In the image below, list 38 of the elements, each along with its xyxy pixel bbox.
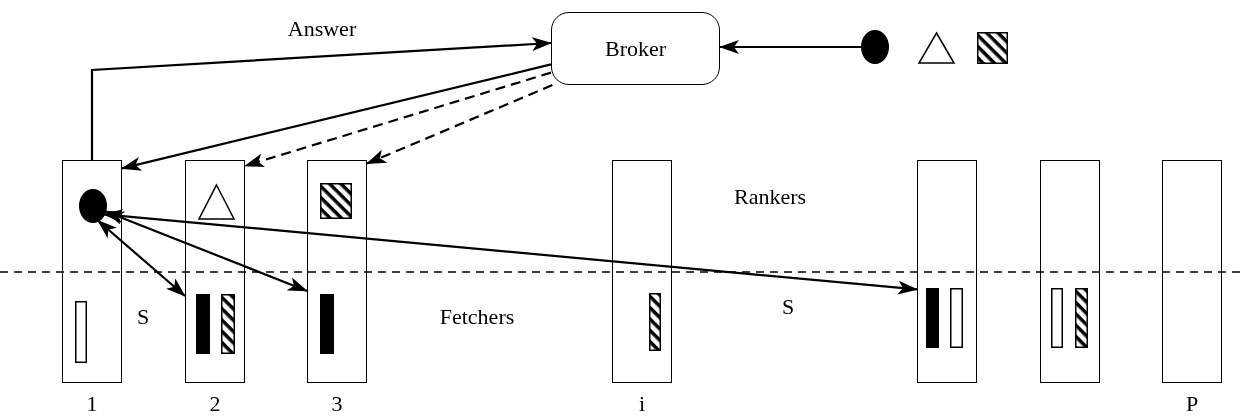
column-number: 2: [209, 393, 221, 415]
arrow: [244, 71, 552, 168]
processor-column: [917, 160, 977, 383]
hatched-square: [977, 32, 1008, 64]
solid-bar: [926, 288, 939, 348]
processor-column: [1040, 160, 1100, 383]
arrow: [90, 37, 552, 160]
hatched-bar: [649, 293, 661, 351]
processor-column: [185, 160, 245, 383]
processor-column: [1162, 160, 1222, 383]
arrow: [719, 40, 861, 54]
arrow: [102, 209, 918, 295]
column-number: P: [1185, 393, 1199, 415]
column-number: 1: [86, 393, 98, 415]
hollow-bar: [1051, 288, 1063, 348]
circle-shape: [861, 30, 889, 64]
solid-bar: [320, 294, 334, 354]
triangle-shape: [918, 32, 955, 64]
hatched-bar: [1075, 288, 1088, 348]
triangle-shape: [198, 184, 235, 220]
circle-shape: [79, 189, 107, 223]
column-number: i: [638, 393, 646, 415]
processor-column: [307, 160, 367, 383]
hatched-square: [320, 183, 352, 219]
hatched-bar: [221, 294, 235, 354]
arrow: [366, 84, 553, 165]
broker-box: Broker: [551, 12, 720, 85]
section-label: Fetchers: [439, 306, 515, 328]
solid-bar: [196, 294, 210, 354]
column-number: 3: [331, 393, 343, 415]
hollow-bar: [75, 301, 87, 363]
hollow-bar: [950, 288, 963, 348]
processor-column: [612, 160, 672, 383]
processor-column: [62, 160, 122, 383]
arrow: [121, 63, 552, 171]
section-label: Rankers: [733, 186, 807, 208]
arrow: [97, 219, 186, 297]
arrow: [104, 210, 308, 292]
